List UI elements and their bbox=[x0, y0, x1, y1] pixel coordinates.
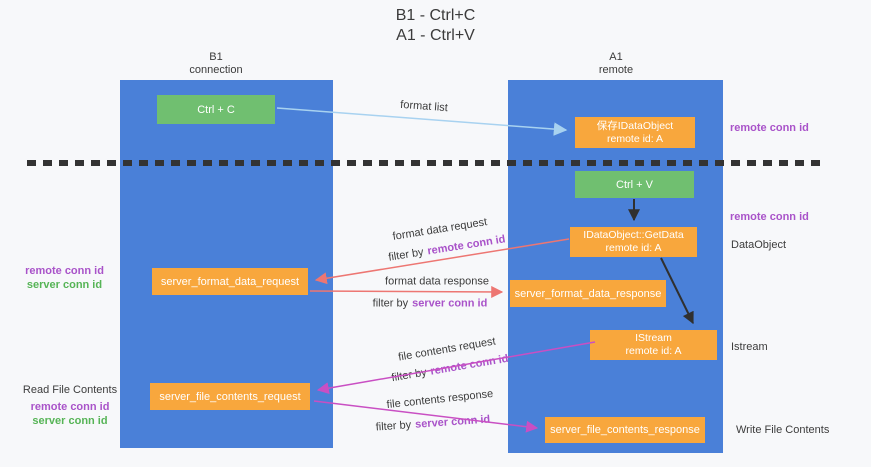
column-header-b1: B1 connection bbox=[160, 51, 272, 77]
node-istream-line2: remote id: A bbox=[625, 345, 682, 357]
label-filter-server-2: filter by server conn id bbox=[375, 414, 490, 435]
column-header-a1: A1 remote bbox=[560, 51, 672, 77]
node-istream-line1: IStream bbox=[635, 332, 672, 344]
filter-by-text: filter by bbox=[390, 366, 428, 385]
annotation-remote-conn-id-top: remote conn id bbox=[730, 122, 809, 134]
node-getdata-line2: remote id: A bbox=[605, 242, 662, 254]
label-format-data-response: format data response bbox=[385, 275, 489, 288]
node-save-dataobject-line1: 保存IDataObject bbox=[596, 119, 674, 132]
column-a1-name: A1 bbox=[609, 51, 623, 63]
filter-by-text: filter by bbox=[372, 297, 409, 310]
label-format-list: format list bbox=[399, 98, 449, 115]
label-file-contents-response: file contents response bbox=[386, 387, 494, 412]
node-server-format-data-response: server_format_data_response bbox=[510, 280, 666, 307]
annotation-write-file-contents: Write File Contents bbox=[736, 424, 830, 436]
node-server-format-data-request: server_format_data_request bbox=[152, 268, 308, 295]
annotation-istream: Istream bbox=[731, 341, 768, 353]
node-ctrl-v: Ctrl + V bbox=[575, 171, 694, 198]
read-file-contents-text: Read File Contents bbox=[22, 384, 118, 396]
node-save-dataobject: 保存IDataObject remote id: A bbox=[575, 117, 695, 148]
node-getdata-line1: IDataObject::GetData bbox=[583, 229, 684, 241]
title-line-2: A1 - Ctrl+V bbox=[396, 27, 475, 44]
node-server-file-contents-request: server_file_contents_request bbox=[150, 383, 310, 410]
node-idataobject-getdata: IDataObject::GetData remote id: A bbox=[570, 227, 697, 257]
column-a1-role: remote bbox=[598, 64, 634, 76]
server-conn-id-text: server conn id bbox=[414, 413, 491, 431]
remote-conn-id-text: remote conn id bbox=[30, 401, 110, 413]
server-conn-id-text: server conn id bbox=[412, 297, 488, 310]
node-server-file-contents-response: server_file_contents_response bbox=[545, 417, 705, 443]
arrow-format-data-response bbox=[309, 285, 504, 298]
node-istream: IStream remote id: A bbox=[590, 330, 717, 360]
annotation-dataobject: DataObject bbox=[731, 239, 787, 251]
column-b1-role: connection bbox=[189, 64, 243, 76]
annotation-read-file-contents: Read File Contents remote conn id server… bbox=[20, 383, 120, 428]
node-save-dataobject-line2: remote id: A bbox=[606, 132, 664, 145]
annotation-conn-ids-format: remote conn id server conn id bbox=[14, 264, 115, 292]
column-b1-name: B1 bbox=[209, 51, 223, 63]
remote-conn-id-text: remote conn id bbox=[426, 233, 507, 258]
title-line-1: B1 - Ctrl+C bbox=[395, 7, 476, 24]
annotation-remote-conn-id-mid: remote conn id bbox=[730, 211, 809, 223]
server-conn-id-text: server conn id bbox=[26, 279, 103, 291]
filter-by-text: filter by bbox=[387, 246, 425, 264]
diagram-title: B1 - Ctrl+C A1 - Ctrl+V bbox=[0, 6, 871, 46]
node-ctrl-c: Ctrl + C bbox=[157, 95, 275, 124]
remote-conn-id-text: remote conn id bbox=[25, 265, 104, 277]
server-conn-id-text: server conn id bbox=[32, 415, 108, 427]
label-filter-server-1: filter by server conn id bbox=[373, 298, 488, 311]
filter-by-text: filter by bbox=[375, 419, 412, 434]
